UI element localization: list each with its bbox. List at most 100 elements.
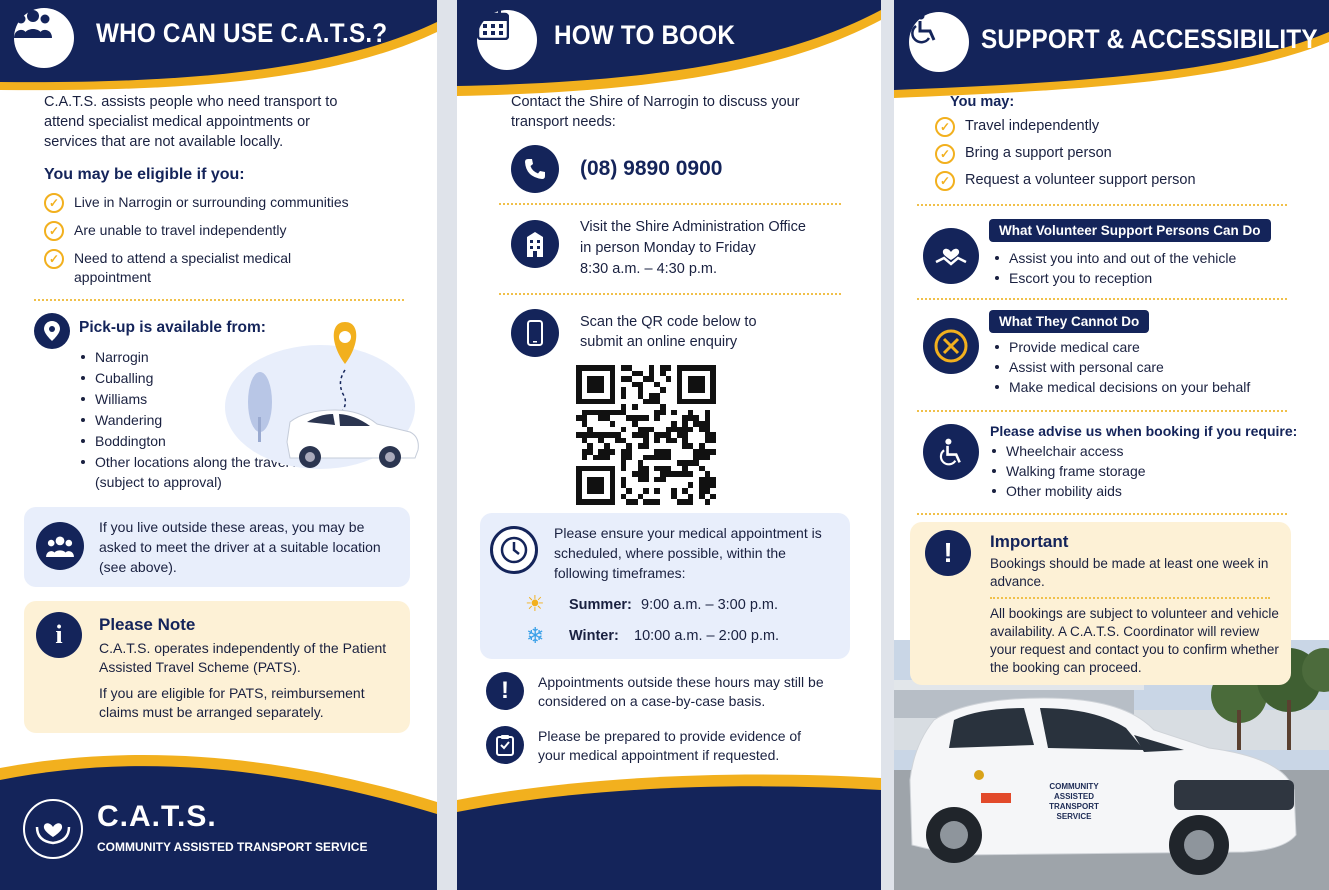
qr-module bbox=[665, 499, 672, 505]
qr-module bbox=[626, 454, 632, 461]
qr-module bbox=[576, 420, 582, 427]
qr-module bbox=[598, 409, 604, 416]
qr-module bbox=[654, 398, 660, 405]
panel1-title: WHO CAN USE C.A.T.S.? bbox=[96, 18, 388, 48]
qr-module bbox=[654, 448, 660, 455]
qr-module bbox=[615, 488, 621, 494]
qr-module bbox=[648, 476, 655, 483]
qr-module bbox=[676, 426, 683, 433]
qr-module bbox=[576, 460, 582, 466]
qr-module bbox=[603, 443, 610, 449]
qr-module bbox=[665, 448, 672, 455]
qr-module bbox=[676, 443, 683, 449]
qr-module bbox=[576, 454, 582, 461]
qr-module bbox=[704, 392, 711, 399]
panel-who-can-use: WHO CAN USE C.A.T.S.? C.A.T.S. assists p… bbox=[0, 0, 437, 890]
heart-hands-logo-icon bbox=[23, 799, 83, 859]
qr-module bbox=[710, 415, 716, 421]
qr-module bbox=[682, 454, 688, 461]
list-item: Cuballing bbox=[79, 368, 339, 388]
qr-module bbox=[609, 437, 616, 444]
qr-module bbox=[609, 493, 616, 500]
qr-module bbox=[620, 437, 627, 444]
qr-module bbox=[699, 493, 705, 500]
qr-module bbox=[676, 499, 683, 505]
qr-module bbox=[710, 365, 716, 371]
qr-module bbox=[643, 437, 649, 444]
option-item: ✓Request a volunteer support person bbox=[935, 171, 1196, 191]
qr-module bbox=[699, 392, 705, 399]
qr-module bbox=[576, 376, 582, 382]
qr-module bbox=[615, 392, 621, 399]
qr-module bbox=[592, 370, 599, 377]
qr-module bbox=[659, 476, 666, 483]
qr-module bbox=[637, 415, 644, 421]
qr-module bbox=[626, 387, 632, 393]
qr-module bbox=[687, 398, 694, 405]
divider bbox=[917, 513, 1287, 515]
qr-module bbox=[615, 471, 621, 477]
qr-module bbox=[693, 420, 700, 427]
qr-module bbox=[687, 432, 694, 438]
qr-module bbox=[659, 398, 666, 405]
qr-module bbox=[643, 387, 649, 393]
qr-module bbox=[676, 365, 683, 371]
qr-module bbox=[687, 482, 694, 489]
qr-module bbox=[676, 448, 683, 455]
qr-module bbox=[615, 432, 621, 438]
qr-module bbox=[699, 465, 705, 472]
qr-module bbox=[581, 415, 588, 421]
qr-module bbox=[710, 499, 716, 505]
qr-module bbox=[704, 493, 711, 500]
qr-module bbox=[671, 426, 677, 433]
qr-module bbox=[598, 471, 604, 477]
qr-module bbox=[643, 432, 649, 438]
qr-module bbox=[671, 376, 677, 382]
phone-number[interactable]: (08) 9890 0900 bbox=[580, 157, 723, 180]
qr-module bbox=[687, 392, 694, 399]
qr-code[interactable] bbox=[576, 365, 716, 505]
list-item: Escort you to reception bbox=[993, 268, 1293, 288]
qr-module bbox=[603, 454, 610, 461]
brand-name: C.A.T.S. bbox=[97, 800, 217, 833]
qr-module bbox=[637, 387, 644, 393]
qr-module bbox=[631, 365, 638, 371]
qr-module bbox=[648, 488, 655, 494]
qr-module bbox=[592, 443, 599, 449]
qr-module bbox=[648, 387, 655, 393]
qr-module bbox=[581, 476, 588, 483]
qr-module bbox=[587, 376, 593, 382]
qr-module bbox=[609, 398, 616, 405]
qr-module bbox=[603, 476, 610, 483]
qr-module bbox=[671, 493, 677, 500]
qr-module bbox=[620, 493, 627, 500]
eligible-heading: You may be eligible if you: bbox=[44, 166, 245, 183]
qr-module bbox=[587, 404, 593, 410]
qr-module bbox=[626, 370, 632, 377]
qr-module bbox=[693, 387, 700, 393]
qr-module bbox=[626, 398, 632, 405]
qr-module bbox=[699, 426, 705, 433]
qr-module bbox=[693, 437, 700, 444]
qr-module bbox=[665, 488, 672, 494]
qr-module bbox=[676, 432, 683, 438]
qr-module bbox=[648, 471, 655, 477]
qr-module bbox=[687, 404, 694, 410]
people-group-icon bbox=[36, 522, 84, 570]
exclamation-icon: ! bbox=[486, 672, 524, 710]
qr-module bbox=[643, 404, 649, 410]
you-may-heading: You may: bbox=[950, 94, 1015, 110]
qr-module bbox=[654, 493, 660, 500]
qr-module bbox=[676, 392, 683, 399]
qr-module bbox=[603, 415, 610, 421]
qr-module bbox=[654, 476, 660, 483]
qr-module bbox=[603, 387, 610, 393]
qr-module bbox=[587, 409, 593, 416]
qr-module bbox=[626, 482, 632, 489]
location-pin-icon bbox=[34, 313, 70, 349]
qr-module bbox=[643, 392, 649, 399]
qr-module bbox=[626, 376, 632, 382]
qr-module bbox=[637, 465, 644, 472]
qr-module bbox=[659, 426, 666, 433]
qr-module bbox=[699, 448, 705, 455]
